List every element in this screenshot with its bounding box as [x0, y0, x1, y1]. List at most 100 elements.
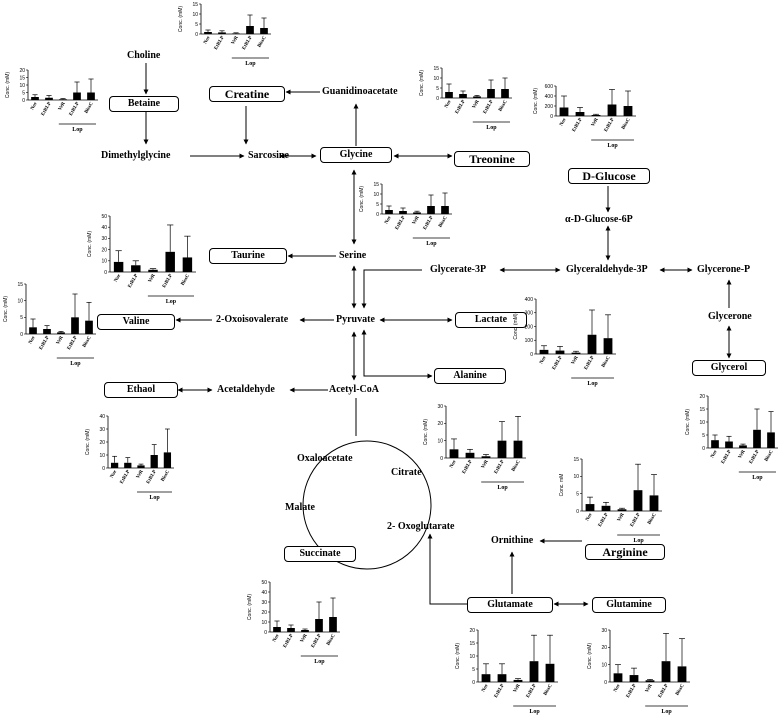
chart-bar [633, 490, 643, 511]
chart-category-label: BissC [764, 449, 775, 462]
chart-ytick-label: 300 [525, 311, 534, 317]
chart-category-label: EtRLP [749, 450, 761, 465]
chart-bar [385, 210, 393, 214]
chart-bar [260, 28, 268, 34]
chart-bar [31, 97, 39, 100]
chart-ylabel: Conc. (mM) [533, 88, 539, 114]
node-arginine: Arginine [585, 544, 665, 560]
node-glutamine: Glutamine [592, 597, 666, 613]
chart-ytick-label: 0 [104, 270, 107, 276]
chart-category-label: Nor [444, 99, 453, 109]
chart-ylabel: Conc. (mM) [3, 296, 9, 322]
chart-bar [711, 440, 719, 448]
chart-bar [753, 429, 761, 448]
node-glycerone-p: Glycerone-P [697, 264, 751, 275]
chart-bar [165, 251, 175, 272]
chart-bar [110, 462, 119, 468]
node-ornithine: Ornithine [491, 535, 534, 546]
chart-bar [59, 99, 67, 100]
chart-bar [45, 97, 53, 100]
chart-group-label: Lop [314, 659, 325, 665]
chart-bar [73, 92, 81, 100]
chart-bar [497, 674, 507, 682]
chart-bar [677, 666, 687, 682]
chart-group-label: Lop [752, 475, 763, 481]
node-succinate: Succinate [284, 546, 356, 562]
chart-category-label: VeR [571, 355, 580, 366]
node-glycine: Glycine [320, 147, 392, 163]
chart-category-label: Nor [710, 449, 719, 459]
chart-category-label: EtRLP [630, 513, 642, 528]
chart-bar [459, 94, 467, 98]
chart-bar [131, 265, 141, 272]
chart-category-label: Nor [30, 101, 39, 111]
chart-bar [182, 257, 193, 272]
node-oxoglutarate: 2- Oxoglutarate [387, 521, 455, 532]
chart-category-label: Nor [384, 215, 393, 225]
chart-category-label: BissC [498, 99, 509, 112]
chart-category-label: VeR [231, 35, 240, 46]
chart-bar [449, 449, 459, 458]
chart-ytick-label: 0 [576, 509, 579, 515]
chart-category-label: VeR [56, 335, 65, 346]
chart-ylabel: Conc. (mM) [455, 643, 461, 669]
chart-bar [613, 673, 623, 682]
chart-category-label: Nor [481, 683, 490, 693]
chart-ytick-label: 10 [17, 298, 23, 304]
chart-bar [137, 465, 145, 468]
chart-category-label: VeR [513, 683, 522, 694]
chart-ytick-label: 5 [576, 491, 579, 497]
chart-category-label: BissC [621, 117, 632, 130]
chart-ytick-label: 20 [699, 394, 705, 400]
chart-ytick-label: 200 [525, 324, 534, 330]
chart-ytick-label: 200 [545, 104, 554, 110]
chart-ytick-label: 20 [19, 68, 25, 74]
chart-category-label: EtRLP [598, 513, 610, 528]
chart-category-label: EtRLP [526, 684, 538, 699]
chart-bar [163, 452, 172, 468]
chart-ytick-label: 5 [436, 86, 439, 92]
chart-category-label: VeR [472, 99, 481, 110]
node-glutamate: Glutamate [467, 597, 553, 613]
chart-ytick-label: 0 [702, 446, 705, 452]
chart-category-label: EtRLP [69, 102, 81, 117]
chart-ytick-label: 5 [376, 202, 379, 208]
chart-ytick-label: 5 [195, 22, 198, 28]
chart-bar [617, 509, 627, 511]
chart-group-label: Lop [486, 125, 497, 131]
chart-category-label: EtRLP [721, 450, 733, 465]
chart-ytick-label: 100 [525, 338, 534, 344]
chart-category-label: VeR [136, 469, 145, 480]
chart-ylabel: Conc. mM [559, 474, 565, 497]
chart-bar [57, 332, 65, 334]
chart-category-label: EtRLP [552, 356, 564, 371]
chart-category-label: BissC [82, 335, 93, 348]
chart-ytick-label: 0 [376, 212, 379, 218]
chart-bar [767, 432, 775, 448]
chart-ytick-label: 10 [192, 12, 198, 18]
node-glycerone: Glycerone [708, 311, 752, 322]
chart-bar [587, 334, 597, 354]
chart-ytick-label: 0 [22, 98, 25, 104]
chart-category-label: EtRLP [395, 216, 407, 231]
chart-ytick-label: 0 [264, 630, 267, 636]
chart-category-label: Nor [272, 633, 281, 643]
chart-ytick-label: 15 [469, 641, 475, 647]
chart-bar [287, 628, 295, 632]
node-glucose-6p: α-D-Glucose-6P [565, 214, 633, 225]
chart-bar [481, 456, 491, 458]
chart-category-label: EtRLP [658, 684, 670, 699]
node-acetaldehyde: Acetaldehyde [217, 384, 275, 395]
arrow-glycerate-pyruvate [361, 269, 422, 309]
chart-bar [575, 112, 585, 116]
chart-category-label: Nor [585, 512, 594, 522]
chart-ytick-label: 0 [604, 680, 607, 686]
